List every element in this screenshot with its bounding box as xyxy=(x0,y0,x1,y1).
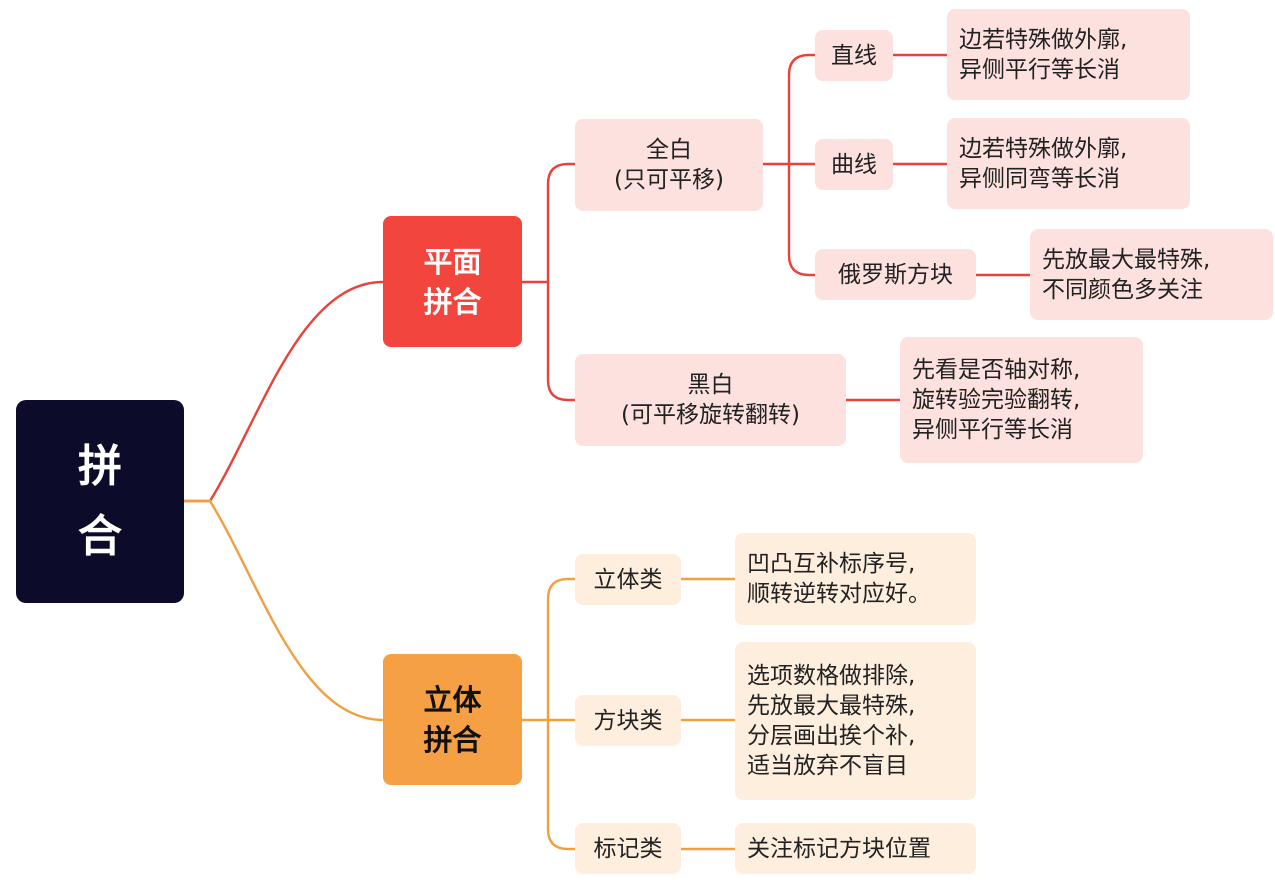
curve-tip-line-1: 边若特殊做外廓, xyxy=(959,135,1128,162)
tetris-node: 俄罗斯方块 xyxy=(815,249,976,300)
block-type-node: 方块类 xyxy=(575,695,681,746)
tetris-label: 俄罗斯方块 xyxy=(838,261,953,288)
block-type-tip-line-1: 选项数格做排除, xyxy=(747,663,916,689)
tetris-tip-node: 先放最大最特殊, 不同颜色多关注 xyxy=(1030,229,1273,320)
root-line-1: 拼 xyxy=(78,440,122,492)
curve-tip-node: 边若特殊做外廓, 异侧同弯等长消 xyxy=(947,118,1190,209)
planar-node: 平面 拼合 xyxy=(383,216,522,347)
tetris-tip-line-1: 先放最大最特殊, xyxy=(1042,246,1211,273)
planar-title-line-2: 拼合 xyxy=(423,284,482,319)
connector-root-to-solid xyxy=(182,499,385,722)
mark-type-node: 标记类 xyxy=(575,823,681,874)
black-white-tip-line-3: 异侧平行等长消 xyxy=(912,417,1073,443)
root-line-2: 合 xyxy=(78,510,122,562)
connector-allwhite-trunk xyxy=(761,53,817,277)
mark-type-tip-node: 关注标记方块位置 xyxy=(735,823,976,874)
black-white-line-2: (可平移旋转翻转) xyxy=(621,402,800,428)
connector-planar-trunk xyxy=(520,162,577,402)
black-white-line-1: 黑白 xyxy=(687,372,734,398)
solid-type-label: 立体类 xyxy=(593,566,663,593)
straight-tip-line-1: 边若特殊做外廓, xyxy=(959,26,1128,53)
block-type-tip-node: 选项数格做排除, 先放最大最特殊, 分层画出挨个补, 适当放弃不盲目 xyxy=(735,642,976,800)
block-type-label: 方块类 xyxy=(593,707,663,734)
mark-type-label: 标记类 xyxy=(593,835,663,862)
straight-tip-node: 边若特殊做外廓, 异侧平行等长消 xyxy=(947,9,1190,100)
curve-label: 曲线 xyxy=(831,151,877,178)
block-type-tip-line-3: 分层画出挨个补, xyxy=(747,723,916,749)
block-type-tip-line-2: 先放最大最特殊, xyxy=(747,693,916,719)
black-white-tip-line-2: 旋转验完验翻转, xyxy=(912,387,1081,413)
curve-node: 曲线 xyxy=(815,139,893,190)
solid-type-tip-line-1: 凹凸互补标序号, xyxy=(747,551,916,577)
solid-type-node: 立体类 xyxy=(575,554,681,605)
solid-type-tip-line-2: 顺转逆转对应好。 xyxy=(747,581,931,607)
planar-title-line-1: 平面 xyxy=(423,244,482,279)
tetris-tip-line-2: 不同颜色多关注 xyxy=(1042,276,1203,303)
block-type-tip-line-4: 适当放弃不盲目 xyxy=(747,753,908,779)
solid-type-tip-node: 凹凸互补标序号, 顺转逆转对应好。 xyxy=(735,533,976,625)
connector-root-to-planar xyxy=(182,280,385,503)
black-white-node: 黑白 (可平移旋转翻转) xyxy=(575,354,846,446)
straight-label: 直线 xyxy=(831,42,877,69)
straight-node: 直线 xyxy=(815,30,893,81)
curve-tip-line-2: 异侧同弯等长消 xyxy=(959,165,1120,192)
solid-node: 立体 拼合 xyxy=(383,654,522,785)
connector-solid-trunk xyxy=(520,577,577,851)
mark-type-tip-line-1: 关注标记方块位置 xyxy=(747,835,931,862)
straight-tip-line-2: 异侧平行等长消 xyxy=(959,56,1120,83)
all-white-node: 全白 (只可平移) xyxy=(575,119,763,211)
black-white-tip-node: 先看是否轴对称, 旋转验完验翻转, 异侧平行等长消 xyxy=(900,337,1143,463)
all-white-line-2: (只可平移) xyxy=(614,167,724,193)
solid-title-line-1: 立体 xyxy=(423,682,482,717)
root-node: 拼 合 xyxy=(16,400,184,603)
black-white-tip-line-1: 先看是否轴对称, xyxy=(912,357,1081,383)
all-white-line-1: 全白 xyxy=(646,137,692,163)
solid-title-line-2: 拼合 xyxy=(423,722,482,757)
